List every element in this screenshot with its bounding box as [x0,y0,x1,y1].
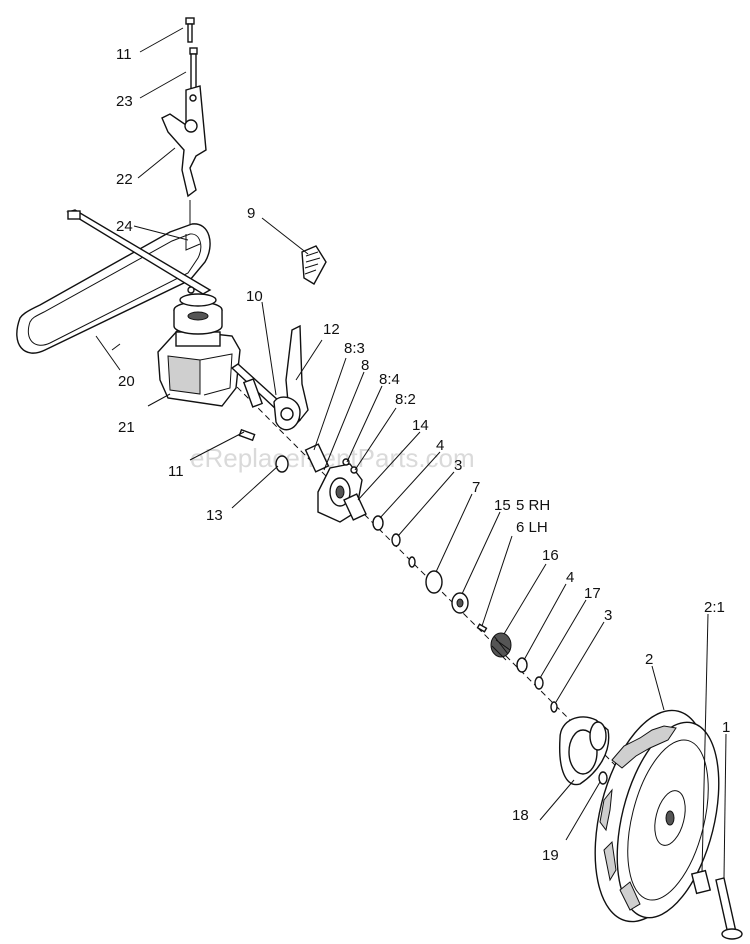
pinion-16 [490,632,512,661]
nut-13 [275,455,289,473]
callout-11-top: 11 [116,46,132,63]
callout-8-2: 8:2 [395,391,416,408]
callout-18: 18 [512,807,529,824]
callout-8-3: 8:3 [344,340,365,357]
callout-12: 12 [323,321,340,338]
callout-5-rh: 5 RH [516,497,550,514]
rod-23 [189,47,198,93]
washer-10 [242,378,264,408]
callout-2: 2 [645,651,653,668]
bearing-housing-18 [558,716,610,786]
screw-11-lower [238,428,256,442]
callout-10: 10 [246,288,263,305]
washer-3a [391,533,401,547]
tab-9 [301,245,327,285]
callout-22: 22 [116,171,133,188]
callout-13: 13 [206,507,223,524]
callout-6-lh: 6 LH [516,519,548,536]
bracket-22 [161,85,207,198]
bushing-14 [343,493,367,521]
washer-4a [372,515,384,531]
washer-3b [550,701,558,713]
callout-16: 16 [542,547,559,564]
washer-19 [598,771,608,785]
callout-4-upper: 4 [436,437,444,454]
callout-1: 1 [722,719,730,736]
callout-23: 23 [116,93,133,110]
callout-11-lower: 11 [168,463,184,480]
callout-19: 19 [542,847,559,864]
callout-4-lower: 4 [566,569,574,586]
washer-7 [425,570,443,594]
callout-3-lower: 3 [604,607,612,624]
callout-21: 21 [118,419,135,436]
belt-20 [16,223,211,354]
washer-17 [534,676,544,690]
callout-17: 17 [584,585,601,602]
callout-20: 20 [118,373,135,390]
screw-11-top [185,17,195,43]
bushing-2-1 [690,869,712,895]
callout-8: 8 [361,357,369,374]
input-shaft [66,209,212,295]
callout-24: 24 [116,218,133,235]
bushing-8-3 [304,443,330,473]
gearbox-21 [157,286,241,407]
key-5-6 [476,623,488,633]
callout-8-4: 8:4 [379,371,400,388]
leader-lines [95,27,727,879]
callout-15: 15 [494,497,511,514]
washer-4b [516,657,528,673]
callout-3-upper: 3 [454,457,462,474]
callout-2-1: 2:1 [704,599,725,616]
callout-14: 14 [412,417,429,434]
callout-7: 7 [472,479,480,496]
callout-9: 9 [247,205,255,222]
washer-small [408,556,416,568]
bolt-1 [715,877,743,940]
callout-labels: 11 23 22 24 9 10 12 8:3 8 8:4 8:2 20 21 … [116,46,730,864]
arm-12 [273,324,309,431]
wheel-2 [594,709,720,923]
